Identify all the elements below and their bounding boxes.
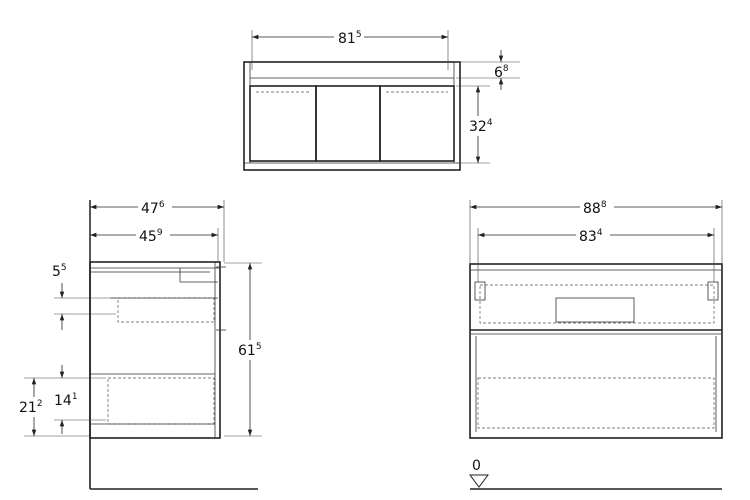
dim-side-outer: 476 — [141, 200, 165, 217]
dim-side-low: 212 — [19, 399, 43, 416]
dim-top-depth: 68 — [494, 64, 509, 81]
dim-top-width: 815 — [338, 30, 362, 47]
top-view: 815 68 324 — [243, 27, 520, 171]
dim-side-height: 615 — [238, 342, 262, 359]
dim-side-drawer: 141 — [54, 392, 78, 409]
floor-level-label: 0 — [472, 458, 481, 474]
dim-side-inner: 459 — [139, 228, 163, 245]
dim-front-outer: 888 — [583, 200, 607, 217]
dim-front-inner: 834 — [579, 228, 603, 245]
side-view: 476 459 55 615 212 141 — [18, 197, 268, 490]
dim-side-gap: 55 — [52, 263, 67, 280]
dim-top-height: 324 — [469, 118, 493, 135]
floor-level-marker — [469, 474, 489, 488]
front-view: 888 834 0 — [469, 197, 723, 490]
